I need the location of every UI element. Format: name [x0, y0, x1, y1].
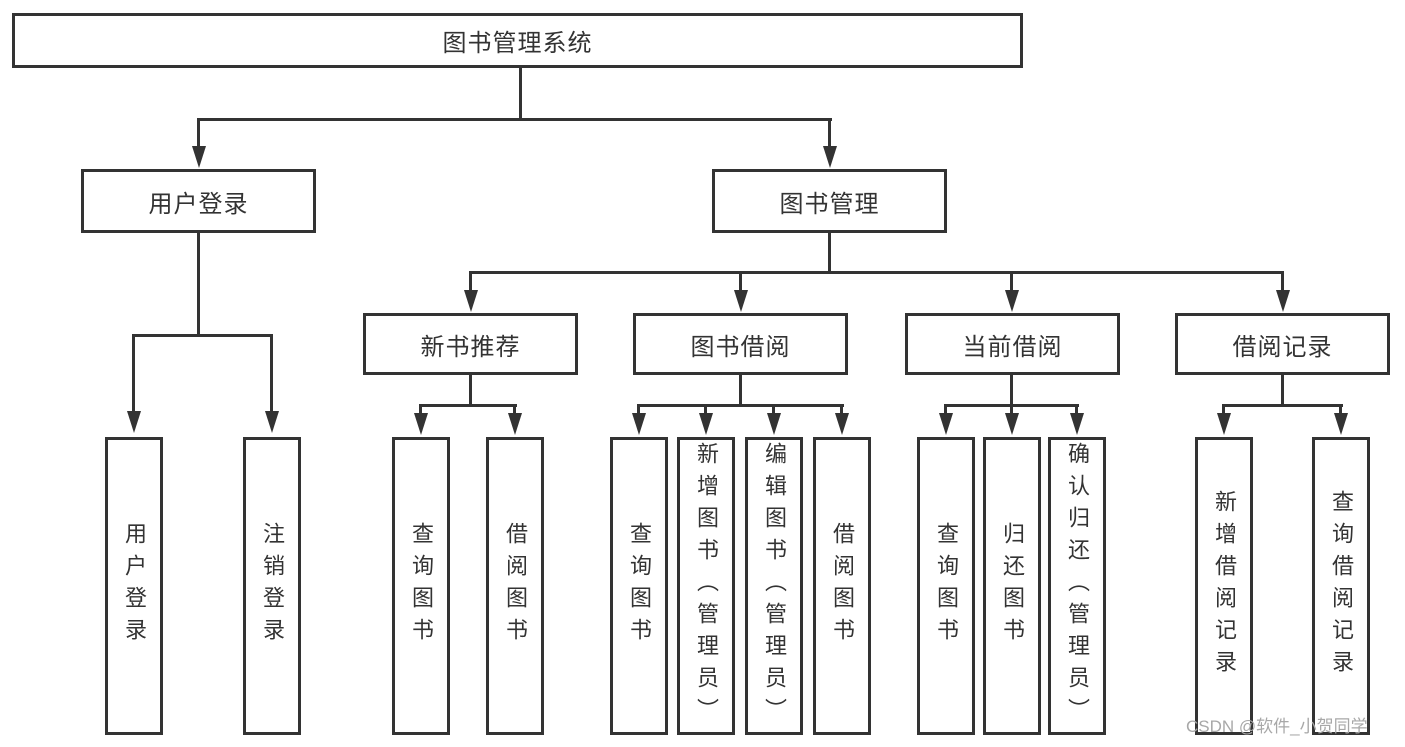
- leaf-label: 查询借阅记录: [1329, 490, 1354, 682]
- connector-line: [1010, 404, 1013, 416]
- leaf-label: 查询图书: [627, 522, 652, 650]
- leaf-query-borrow-record: 查询借阅记录: [1312, 437, 1370, 735]
- leaf-label: 借阅图书: [503, 522, 528, 650]
- leaf-add-books-admin: 新增图书（管理员）: [677, 437, 735, 735]
- leaf-confirm-return-admin: 确认归还（管理员）: [1048, 437, 1106, 735]
- leaf-label: 查询图书: [409, 522, 434, 650]
- leaf-add-borrow-record: 新增借阅记录: [1195, 437, 1253, 735]
- connector-line: [197, 233, 200, 336]
- arrow-down-icon: [1005, 290, 1019, 312]
- node-root: 图书管理系统: [12, 13, 1023, 68]
- connector-line: [469, 375, 472, 406]
- leaf-edit-books-admin: 编辑图书（管理员）: [745, 437, 803, 735]
- connector-line: [1075, 404, 1078, 416]
- leaf-label: 新增图书（管理员）: [694, 442, 719, 730]
- arrow-down-icon: [939, 413, 953, 435]
- arrow-down-icon: [508, 413, 522, 435]
- arrow-down-icon: [699, 413, 713, 435]
- connector-line: [419, 404, 422, 416]
- connector-line: [132, 334, 135, 413]
- connector-line: [1222, 404, 1225, 416]
- leaf-borrow-books-recommend: 借阅图书: [486, 437, 544, 735]
- arrow-down-icon: [464, 290, 478, 312]
- leaf-return-books: 归还图书: [983, 437, 1041, 735]
- leaf-label: 归还图书: [1000, 522, 1025, 650]
- arrow-down-icon: [734, 290, 748, 312]
- arrow-down-icon: [1276, 290, 1290, 312]
- node-book-management: 图书管理: [712, 169, 947, 233]
- arrow-down-icon: [823, 146, 837, 168]
- connector-line: [944, 404, 947, 416]
- connector-line: [1281, 271, 1284, 293]
- connector-line: [739, 375, 742, 406]
- arrow-down-icon: [1217, 413, 1231, 435]
- node-book-borrow: 图书借阅: [633, 313, 848, 375]
- arrow-down-icon: [1334, 413, 1348, 435]
- connector-line: [519, 68, 522, 120]
- node-user-login: 用户登录: [81, 169, 316, 233]
- connector-line: [197, 118, 200, 150]
- leaf-label: 新增借阅记录: [1212, 490, 1237, 682]
- connector-line: [1281, 375, 1284, 406]
- connector-line: [270, 334, 273, 413]
- node-current-borrow: 当前借阅: [905, 313, 1120, 375]
- arrow-down-icon: [414, 413, 428, 435]
- leaf-label: 编辑图书（管理员）: [762, 442, 787, 730]
- csdn-watermark: CSDN @软件_小贺同学: [1186, 717, 1368, 736]
- arrow-down-icon: [192, 146, 206, 168]
- connector-line: [828, 118, 831, 150]
- leaf-label: 用户登录: [122, 522, 147, 650]
- connector-line: [637, 404, 640, 416]
- connector-line: [419, 404, 517, 407]
- connector-line: [828, 233, 831, 273]
- node-new-book-recommend: 新书推荐: [363, 313, 578, 375]
- leaf-logout: 注销登录: [243, 437, 301, 735]
- leaf-user-login: 用户登录: [105, 437, 163, 735]
- connector-line: [1222, 404, 1343, 407]
- connector-line: [132, 334, 273, 337]
- connector-line: [1339, 404, 1342, 416]
- leaf-query-books-current: 查询图书: [917, 437, 975, 735]
- arrow-down-icon: [835, 413, 849, 435]
- connector-line: [1010, 375, 1013, 406]
- arrow-down-icon: [632, 413, 646, 435]
- arrow-down-icon: [767, 413, 781, 435]
- arrow-down-icon: [127, 411, 141, 433]
- connector-line: [197, 118, 832, 121]
- arrow-down-icon: [1005, 413, 1019, 435]
- connector-line: [840, 404, 843, 416]
- connector-line: [739, 271, 742, 293]
- leaf-query-books-borrow: 查询图书: [610, 437, 668, 735]
- leaf-label: 确认归还（管理员）: [1065, 442, 1090, 730]
- connector-line: [704, 404, 707, 416]
- connector-line: [1010, 271, 1013, 293]
- connector-line: [469, 271, 1284, 274]
- leaf-label: 借阅图书: [830, 522, 855, 650]
- connector-line: [513, 404, 516, 416]
- leaf-label: 注销登录: [260, 522, 285, 650]
- connector-line: [469, 271, 472, 293]
- leaf-query-books-recommend: 查询图书: [392, 437, 450, 735]
- arrow-down-icon: [1070, 413, 1084, 435]
- leaf-label: 查询图书: [934, 522, 959, 650]
- leaf-borrow-books: 借阅图书: [813, 437, 871, 735]
- connector-line: [772, 404, 775, 416]
- connector-line: [637, 404, 844, 407]
- arrow-down-icon: [265, 411, 279, 433]
- node-borrow-records: 借阅记录: [1175, 313, 1390, 375]
